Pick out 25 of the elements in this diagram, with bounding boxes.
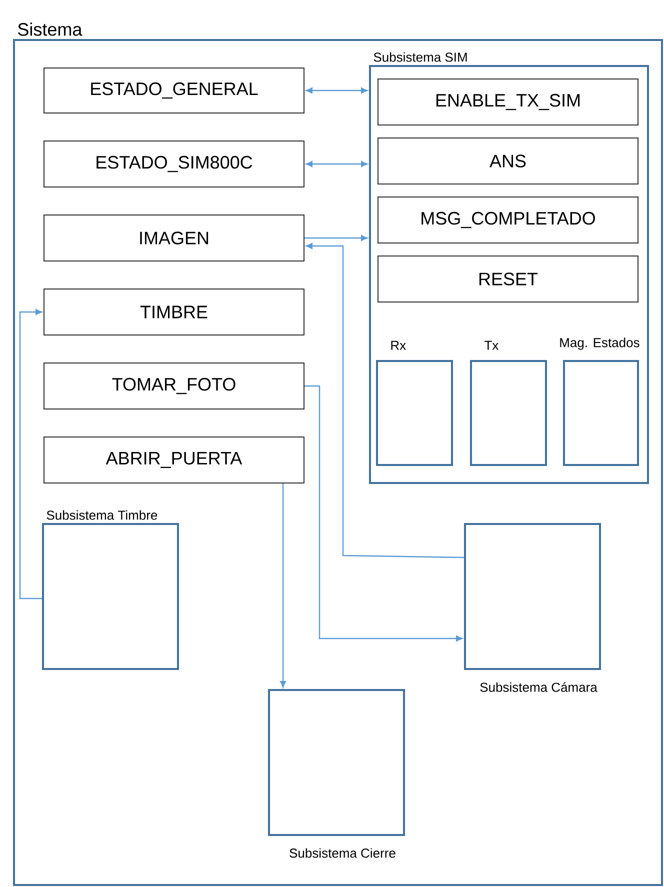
subsystem-label: Subsistema Timbre xyxy=(46,510,158,520)
label-box: ESTADO_GENERAL xyxy=(44,68,304,114)
subsystem-label: Mag. Estados xyxy=(560,338,640,350)
label-box: RESET xyxy=(378,256,638,302)
label-box: ABRIR_PUERTA xyxy=(44,436,304,484)
label-box: TOMAR_FOTO xyxy=(44,362,304,410)
arrow xyxy=(306,243,312,249)
label-box: ANS xyxy=(378,138,638,184)
subsystem-label: Rx xyxy=(391,340,406,350)
subsystem-label: Sistema xyxy=(18,22,82,36)
arrow xyxy=(304,385,462,642)
label-box: IMAGEN xyxy=(44,214,304,262)
arrow xyxy=(306,88,368,94)
arrow xyxy=(19,309,42,600)
arrow xyxy=(306,161,368,167)
label-box: ENABLE_TX_SIM xyxy=(378,78,638,126)
label-box: ESTADO_SIM800C xyxy=(44,140,304,188)
subsystem-label: Subsistema Cierre xyxy=(290,848,396,858)
subsystem-label: Tx xyxy=(484,340,498,350)
label-box: TIMBRE xyxy=(44,288,304,336)
subsystem-label: Subsistema SIM xyxy=(374,52,467,62)
arrow xyxy=(304,235,368,241)
arrow xyxy=(280,484,286,688)
label-box: MSG_COMPLETADO xyxy=(378,196,638,244)
subsystem-label: Subsistema Cámara xyxy=(480,682,598,692)
